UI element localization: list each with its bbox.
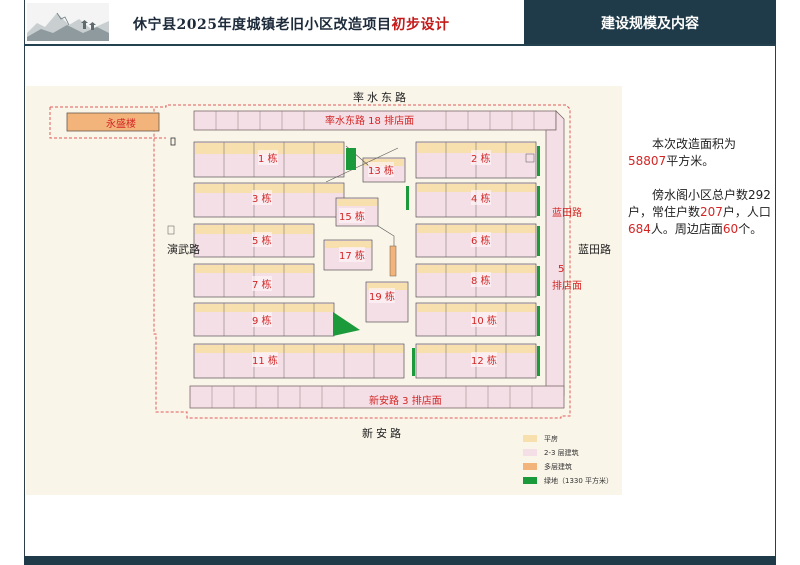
resident-households-value: 207: [700, 205, 723, 219]
legend-label: 2-3 层建筑: [544, 449, 579, 457]
building-label: 5 栋: [252, 232, 272, 247]
legend-swatch: [523, 463, 537, 470]
site-plan-map: 率水东路 新安路 演武路 蓝田路 率水东路 18 排店面 新安路 3 排店面 蓝…: [26, 86, 622, 495]
legend-label: 多层建筑: [544, 463, 572, 471]
page-header: 休宁县2025年度城镇老旧小区改造项目初步设计 建设规模及内容: [24, 0, 776, 44]
population-value: 684: [628, 222, 651, 236]
building-label: 6 栋: [471, 232, 491, 247]
section-title: 建设规模及内容: [601, 16, 699, 32]
building-label: 9 栋: [252, 312, 272, 327]
legend-label: 绿地（1330 平方米）: [544, 477, 614, 485]
site-plan-drawing: [49, 104, 571, 419]
building-label: 2 栋: [471, 150, 491, 165]
legend-swatch: [523, 449, 537, 456]
building-label: 3 栋: [252, 190, 272, 205]
road-west-label: 演武路: [167, 243, 200, 256]
building-label: 8 栋: [471, 272, 491, 287]
page-title: 休宁县2025年度城镇老旧小区改造项目初步设计: [133, 17, 450, 33]
legend-label: 平房: [544, 435, 558, 443]
north-shops-label: 率水东路 18 排店面: [325, 116, 415, 127]
building-label: 7 栋: [252, 276, 272, 291]
title-bar: 休宁县2025年度城镇老旧小区改造项目初步设计: [24, 0, 520, 44]
households-paragraph: 傍水阁小区总户数292户，常住户数207户，人口684人。周边店面60个。: [628, 188, 771, 236]
east-shops-suffix: 排店面: [552, 281, 582, 292]
shops-value: 60: [722, 222, 739, 236]
building-label: 4 栋: [471, 190, 491, 205]
landmark-label: 永盛楼: [106, 119, 136, 130]
east-shops-count: 5: [558, 264, 565, 275]
building-label: 11 栋: [252, 352, 278, 367]
building-label: 15 栋: [339, 208, 365, 223]
project-description: 本次改造面积为58807平方米。 傍水阁小区总户数292户，常住户数207户，人…: [628, 136, 774, 255]
legend-swatch: [523, 477, 537, 484]
east-shops-road-label: 蓝田路: [552, 208, 582, 219]
right-border: [775, 46, 776, 556]
building-label: 19 栋: [369, 288, 395, 303]
building-label: 12 栋: [471, 352, 497, 367]
building-label: 1 栋: [258, 150, 278, 165]
area-paragraph: 本次改造面积为58807平方米。: [628, 137, 737, 168]
footer-bar: [24, 556, 776, 565]
header-divider: [24, 44, 776, 46]
left-border: [24, 46, 25, 556]
road-south-label: 新安路: [362, 427, 404, 440]
building-label: 17 栋: [339, 247, 365, 262]
section-title-bar: 建设规模及内容: [520, 0, 776, 44]
legend-swatch: [523, 435, 537, 442]
building-label: 10 栋: [471, 312, 497, 327]
building-label: 13 栋: [368, 162, 394, 177]
landscape-logo: [27, 3, 109, 41]
area-value: 58807: [628, 154, 667, 168]
road-east-label: 蓝田路: [578, 243, 611, 256]
south-shops-label: 新安路 3 排店面: [369, 396, 442, 407]
road-north-label: 率水东路: [353, 91, 409, 104]
